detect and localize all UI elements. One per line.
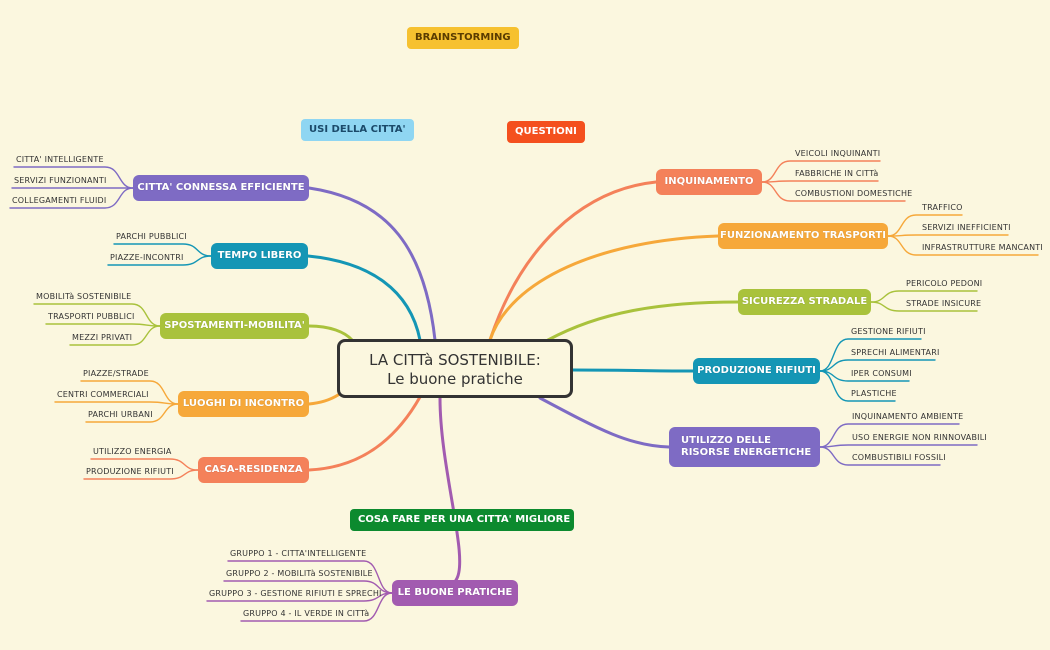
leaf-mobilita-sostenibile[interactable]: MOBILITà SOSTENIBILE [36, 292, 132, 301]
leaf-utilizzo-energia[interactable]: UTILIZZO ENERGIA [93, 447, 172, 456]
topic-funzionamento-trasporti[interactable]: FUNZIONAMENTO TRASPORTI [718, 223, 888, 249]
leaf-centri-commerciali[interactable]: CENTRI COMMERCIALI [57, 390, 149, 399]
leaf-link-spost-1 [45, 323, 161, 327]
leaf-pericolo-pedoni[interactable]: PERICOLO PEDONI [906, 279, 983, 288]
link-funzionamento [488, 234, 720, 342]
leaf-link-luoghi-2 [85, 403, 179, 423]
link-buone-pratiche [438, 396, 462, 582]
leaf-link-util-1 [819, 444, 978, 448]
leaf-parchi-pubblici[interactable]: PARCHI PUBBLICI [116, 232, 187, 241]
leaf-link-inq-1 [761, 180, 879, 183]
leaf-plastiche[interactable]: PLASTICHE [851, 389, 897, 398]
link-inquinamento [488, 180, 658, 342]
leaf-link-funz-0 [887, 214, 963, 237]
leaf-piazze-strade[interactable]: PIAZZE/STRADE [83, 369, 149, 378]
leaf-link-spost-2 [69, 325, 161, 346]
central-subtitle: Le buone pratiche [387, 370, 523, 388]
leaf-gruppo-3[interactable]: GRUPPO 3 - GESTIONE RIFIUTI E SPRECHI [209, 589, 382, 598]
leaf-link-inq-0 [761, 160, 881, 183]
leaf-link-luoghi-0 [80, 380, 179, 405]
leaf-link-prod-1 [819, 359, 936, 372]
topic-luoghi-di-incontro[interactable]: LUOGHI DI INCONTRO [178, 391, 309, 417]
topic-casa-residenza[interactable]: CASA-RESIDENZA [198, 457, 309, 483]
leaf-link-prod-3 [819, 370, 896, 402]
leaf-link-util-0 [819, 423, 960, 448]
link-sicurezza [546, 300, 740, 342]
leaf-trasporti-pubblici[interactable]: TRASPORTI PUBBLICI [48, 312, 135, 321]
leaf-iper-consumi[interactable]: IPER CONSUMI [851, 369, 912, 378]
link-spostamenti [307, 324, 354, 342]
topic-citta-connessa-efficiente[interactable]: CITTA' CONNESSA EFFICIENTE [133, 175, 309, 201]
topic-inquinamento[interactable]: INQUINAMENTO [656, 169, 762, 195]
topic-utilizzo-risorse-energetiche[interactable]: UTILIZZO DELLE RISORSE ENERGETICHE [669, 427, 820, 467]
leaf-link-pratiche-1 [223, 580, 393, 594]
leaf-combustioni-domestiche[interactable]: COMBUSTIONI DOMESTICHE [795, 189, 913, 198]
leaf-produzione-rifiuti-casa[interactable]: PRODUZIONE RIFIUTI [86, 467, 174, 476]
leaf-gruppo-1[interactable]: GRUPPO 1 - CITTA'INTELLIGENTE [230, 549, 367, 558]
leaf-veicoli-inquinanti[interactable]: VEICOLI INQUINANTI [795, 149, 881, 158]
leaf-sprechi-alimentari[interactable]: SPRECHI ALIMENTARI [851, 348, 940, 357]
leaf-infrastrutture-mancanti[interactable]: INFRASTRUTTURE MANCANTI [922, 243, 1043, 252]
leaf-link-funz-1 [887, 234, 1009, 237]
leaf-link-prod-0 [819, 338, 922, 372]
leaf-link-inq-2 [761, 181, 906, 202]
topic-sicurezza-stradale[interactable]: SICUREZZA STRADALE [738, 289, 871, 315]
topic-produzione-rifiuti[interactable]: PRODUZIONE RIFIUTI [693, 358, 820, 384]
leaf-link-luoghi-1 [54, 401, 179, 405]
leaf-gestione-rifiuti[interactable]: GESTIONE RIFIUTI [851, 327, 926, 336]
leaf-parchi-urbani[interactable]: PARCHI URBANI [88, 410, 153, 419]
leaf-collegamenti-fluidi[interactable]: COLLEGAMENTI FLUIDI [12, 196, 107, 205]
cosa-fare-label: COSA FARE PER UNA CITTA' MIGLIORE [350, 509, 574, 531]
link-casa [307, 395, 422, 472]
leaf-link-tempo-0 [113, 243, 212, 257]
leaf-servizi-inefficienti[interactable]: SERVIZI INEFFICIENTI [922, 223, 1011, 232]
leaf-mezzi-privati[interactable]: MEZZI PRIVATI [72, 333, 133, 342]
central-topic[interactable]: LA CITTà SOSTENIBILE: Le buone pratiche [337, 339, 573, 398]
leaf-piazze-incontri[interactable]: PIAZZE-INCONTRI [110, 253, 184, 262]
leaf-inquinamento-ambiente[interactable]: INQUINAMENTO AMBIENTE [852, 412, 964, 421]
topic-le-buone-pratiche[interactable]: LE BUONE PRATICHE [392, 580, 518, 606]
topic-spostamenti-mobilita[interactable]: SPOSTAMENTI-MOBILITA' [160, 313, 309, 339]
leaf-traffico[interactable]: TRAFFICO [922, 203, 963, 212]
leaf-link-tempo-1 [107, 255, 212, 266]
leaf-link-sic-1 [870, 301, 978, 312]
link-luoghi [307, 393, 340, 406]
leaf-link-spost-0 [33, 303, 161, 327]
usi-della-citta-label: USI DELLA CITTA' [301, 119, 414, 141]
leaf-uso-energie-non-rinnovabili[interactable]: USO ENERGIE NON RINNOVABILI [852, 433, 987, 442]
leaf-fabbriche-in-citta[interactable]: FABBRICHE IN CITTà [795, 169, 879, 178]
leaf-gruppo-4[interactable]: GRUPPO 4 - IL VERDE IN CITTà [243, 609, 370, 618]
brainstorming-label: BRAINSTORMING [407, 27, 519, 49]
link-utilizzo [538, 396, 671, 449]
leaf-citta-intelligente[interactable]: CITTA' INTELLIGENTE [16, 155, 104, 164]
leaf-servizi-funzionanti[interactable]: SERVIZI FUNZIONANTI [14, 176, 107, 185]
topic-tempo-libero[interactable]: TEMPO LIBERO [211, 243, 308, 269]
leaf-gruppo-2[interactable]: GRUPPO 2 - MOBILITà SOSTENIBILE [226, 569, 373, 578]
questioni-label: QUESTIONI [507, 121, 585, 143]
leaf-link-connessa-2 [9, 187, 134, 209]
leaf-link-pratiche-3 [240, 592, 393, 622]
leaf-link-connessa-0 [13, 166, 134, 189]
central-title: LA CITTà SOSTENIBILE: [369, 351, 541, 369]
link-tempo-libero [306, 254, 422, 342]
leaf-link-sic-0 [870, 290, 978, 303]
leaf-link-util-2 [819, 446, 941, 466]
leaf-link-funz-2 [887, 235, 1039, 256]
leaf-combustibili-fossili[interactable]: COMBUSTIBILI FOSSILI [852, 453, 946, 462]
link-produzione [571, 368, 695, 373]
link-citta-connessa [307, 186, 437, 342]
leaf-strade-insicure[interactable]: STRADE INSICURE [906, 299, 982, 308]
leaf-link-casa-1 [83, 469, 199, 480]
leaf-link-pratiche-0 [227, 560, 393, 594]
leaf-link-casa-0 [90, 458, 199, 471]
